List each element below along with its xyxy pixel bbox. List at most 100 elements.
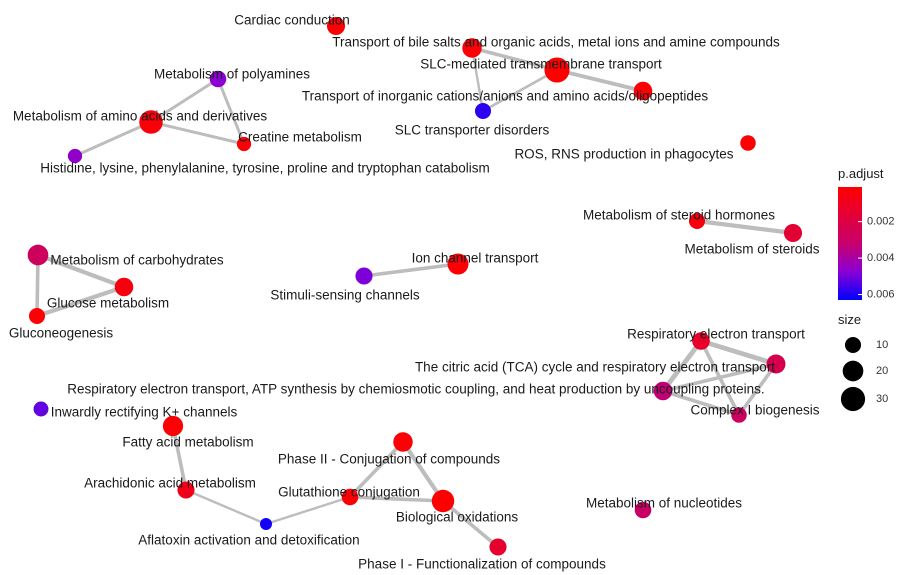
color-legend-tick-label: 0.004 bbox=[867, 252, 895, 264]
node-stimuli[interactable] bbox=[355, 267, 373, 285]
edge-slc-inorganic bbox=[555, 68, 645, 93]
edge-aminoacids-histidine bbox=[73, 120, 153, 158]
node-label-ros: ROS, RNS production in phagocytes bbox=[514, 147, 733, 162]
node-steroids[interactable] bbox=[783, 223, 803, 243]
node-slcdis[interactable] bbox=[474, 102, 492, 120]
edge-ionchannel-stimuli bbox=[362, 262, 460, 278]
node-phase2[interactable] bbox=[393, 432, 413, 452]
node-inorganic[interactable] bbox=[633, 81, 653, 101]
edge-bile-slcdis bbox=[470, 46, 485, 113]
node-label-steroidhormones: Metabolism of steroid hormones bbox=[583, 208, 775, 223]
node-label-slcdis: SLC transporter disorders bbox=[395, 123, 550, 138]
node-cardiac[interactable] bbox=[326, 16, 346, 36]
edge-bile-slc bbox=[470, 46, 559, 72]
color-legend-tick-label: 0.006 bbox=[867, 288, 895, 300]
node-label-respatp: Respiratory electron transport, ATP synt… bbox=[67, 382, 764, 397]
legend: p.adjust 0.002 0.004 0.006 size 10 20 30 bbox=[838, 166, 895, 412]
node-bile[interactable] bbox=[462, 38, 482, 58]
size-legend-title: size bbox=[838, 312, 861, 327]
node-label-phase1: Phase I - Functionalization of compounds bbox=[358, 557, 606, 572]
node-label-respet: Respiratory electron transport bbox=[627, 327, 805, 342]
edge-glutathione-bioox bbox=[348, 495, 445, 503]
edge-aminoacids-creatine bbox=[149, 120, 246, 146]
edge-arachidonic-aflatoxin bbox=[184, 488, 268, 526]
node-gluconeo[interactable] bbox=[28, 307, 46, 325]
node-ionchannel[interactable] bbox=[447, 253, 469, 275]
edges-layer bbox=[34, 46, 796, 549]
node-glucose[interactable] bbox=[114, 277, 134, 297]
edge-slc-slcdis bbox=[481, 68, 559, 113]
edge-tca-respatp bbox=[661, 362, 778, 393]
node-aflatoxin[interactable] bbox=[260, 518, 272, 530]
size-legend-label: 10 bbox=[876, 339, 888, 351]
node-complexi[interactable] bbox=[731, 407, 747, 423]
size-legend-label: 20 bbox=[876, 365, 888, 377]
color-legend-bar bbox=[838, 187, 862, 300]
node-label-glucose: Glucose metabolism bbox=[47, 296, 169, 311]
nodes-layer bbox=[27, 16, 803, 556]
node-label-arachidonic: Arachidonic acid metabolism bbox=[84, 476, 256, 491]
node-label-inorganic: Transport of inorganic cations/anions an… bbox=[302, 89, 708, 104]
edge-phase2-bioox bbox=[400, 439, 446, 504]
edge-fatty-arachidonic bbox=[171, 424, 188, 492]
edge-respet-tca bbox=[698, 338, 779, 367]
node-respatp[interactable] bbox=[653, 381, 673, 401]
node-polyamines[interactable] bbox=[209, 70, 227, 88]
node-tca[interactable] bbox=[766, 354, 786, 374]
node-label-carbs: Metabolism of carbohydrates bbox=[50, 253, 224, 268]
node-respet[interactable] bbox=[692, 332, 710, 350]
edge-carbs-glucose bbox=[35, 252, 127, 290]
node-kir[interactable] bbox=[33, 401, 49, 417]
node-label-cardiac: Cardiac conduction bbox=[234, 13, 350, 28]
node-steroidhormones[interactable] bbox=[688, 212, 706, 230]
node-aminoacids[interactable] bbox=[139, 110, 163, 134]
edge-bioox-phase1 bbox=[441, 499, 500, 549]
node-label-tca: The citric acid (TCA) cycle and respirat… bbox=[415, 360, 775, 375]
node-label-stimuli: Stimuli-sensing channels bbox=[270, 288, 420, 303]
edge-polyamines-aminoacids bbox=[149, 77, 220, 124]
node-bioox[interactable] bbox=[431, 489, 455, 513]
node-phase1[interactable] bbox=[489, 538, 507, 556]
node-label-gluconeo: Gluconeogenesis bbox=[9, 326, 114, 341]
edge-respet-respatp bbox=[660, 338, 704, 394]
color-legend-title: p.adjust bbox=[838, 166, 884, 181]
size-legend-dot bbox=[842, 360, 864, 382]
node-label-bioox: Biological oxidations bbox=[396, 510, 519, 525]
node-label-polyamines: Metabolism of polyamines bbox=[154, 67, 310, 82]
node-glutathione[interactable] bbox=[341, 488, 359, 506]
node-label-aflatoxin: Aflatoxin activation and detoxification bbox=[138, 533, 359, 548]
edge-respatp-complexi bbox=[661, 389, 741, 417]
node-label-histidine: Histidine, lysine, phenylalanine, tyrosi… bbox=[40, 161, 490, 176]
edge-aflatoxin-glutathione bbox=[264, 495, 352, 526]
color-legend-tick-label: 0.002 bbox=[867, 216, 895, 228]
node-label-fatty: Fatty acid metabolism bbox=[122, 435, 253, 450]
node-label-aminoacids: Metabolism of amino acids and derivative… bbox=[13, 109, 268, 124]
size-legend-dot bbox=[840, 386, 866, 412]
edge-tca-complexi bbox=[737, 362, 778, 417]
node-arachidonic[interactable] bbox=[177, 481, 195, 499]
edge-glutathione-phase2 bbox=[348, 440, 405, 499]
node-creatine[interactable] bbox=[236, 136, 252, 152]
node-label-kir: Inwardly rectifying K+ channels bbox=[51, 405, 238, 420]
edge-polyamines-creatine bbox=[216, 77, 246, 146]
size-legend-label: 30 bbox=[876, 393, 888, 405]
size-legend-dot bbox=[844, 336, 862, 354]
node-label-complexi: Complex I biogenesis bbox=[690, 403, 819, 418]
edge-steroidhormones-steroids bbox=[694, 218, 796, 236]
node-label-bile: Transport of bile salts and organic acid… bbox=[332, 35, 780, 50]
node-fatty[interactable] bbox=[162, 415, 184, 437]
node-label-creatine: Creatine metabolism bbox=[238, 130, 362, 145]
node-carbs[interactable] bbox=[27, 244, 49, 266]
edge-glucose-gluconeo bbox=[34, 284, 127, 319]
size-legend-keys: 10 20 30 bbox=[840, 336, 888, 412]
node-label-ionchannel: Ion channel transport bbox=[412, 251, 539, 266]
node-histidine[interactable] bbox=[67, 148, 83, 164]
color-legend-ticks: 0.002 0.004 0.006 bbox=[858, 216, 895, 300]
node-label-glutathione: Glutathione conjugation bbox=[278, 485, 420, 500]
node-slc[interactable] bbox=[544, 57, 570, 83]
node-ros[interactable] bbox=[740, 135, 756, 151]
node-label-slc: SLC-mediated transmembrane transport bbox=[420, 57, 662, 72]
node-nucleotides[interactable] bbox=[634, 501, 652, 519]
